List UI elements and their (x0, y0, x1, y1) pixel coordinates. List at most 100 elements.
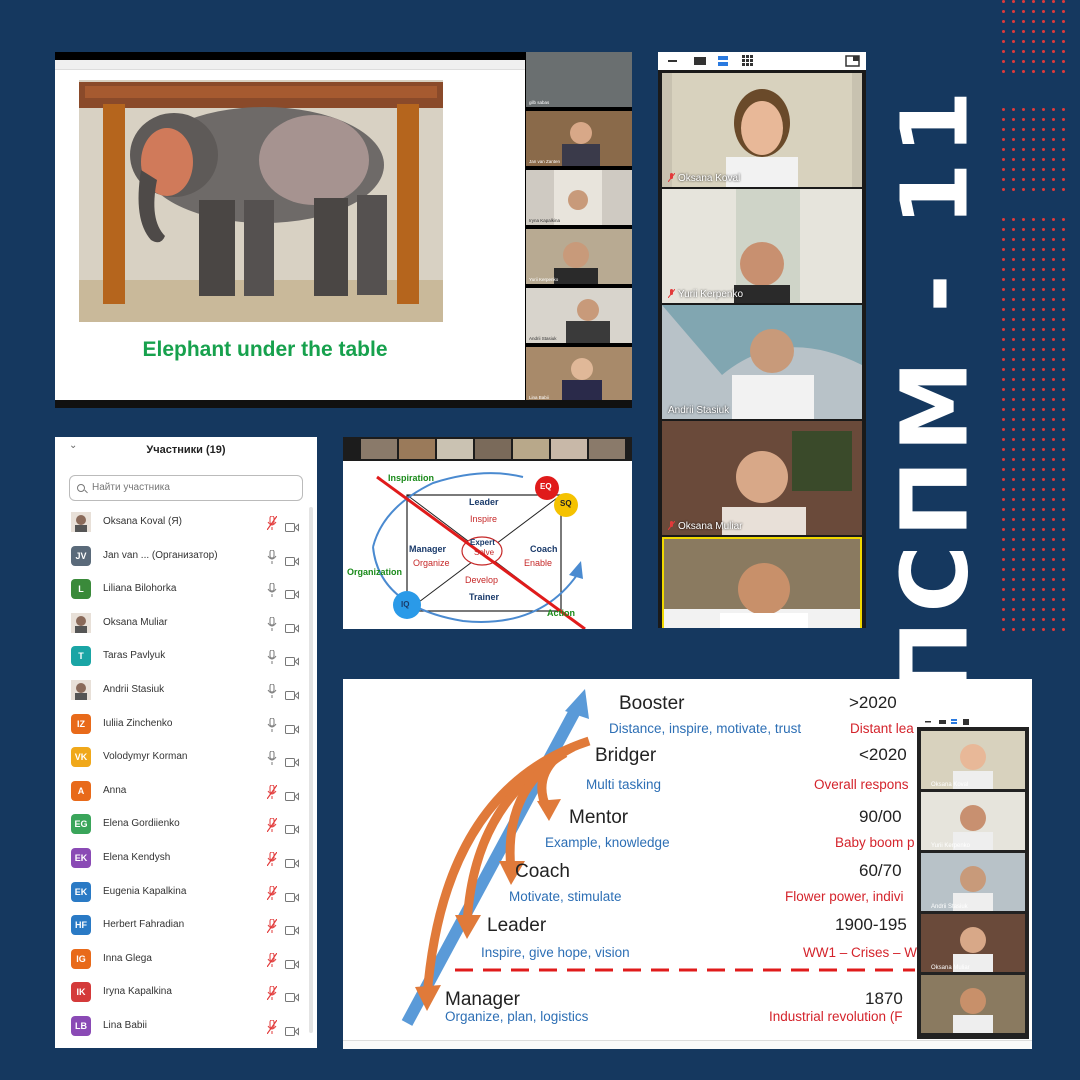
dot (1052, 568, 1055, 571)
camera-icon[interactable] (285, 821, 299, 835)
mic-icon[interactable] (267, 750, 277, 766)
muted-mic-icon[interactable] (266, 515, 278, 531)
video-thumbnail[interactable]: Jan van Zanten (526, 111, 632, 168)
camera-icon[interactable] (285, 721, 299, 734)
muted-mic-icon[interactable] (266, 1019, 278, 1035)
video-thumbnail[interactable] (589, 439, 625, 459)
chevron-down-icon[interactable]: ⌄ (69, 440, 78, 451)
video-thumbnail[interactable]: Iryna Kapalkina (526, 170, 632, 227)
dot (1052, 378, 1055, 381)
mic-icon[interactable] (267, 616, 277, 631)
dot (1052, 548, 1055, 551)
dot (1032, 588, 1035, 591)
mini-video-tile[interactable]: Oksana Muliar (921, 914, 1025, 972)
dot (1012, 398, 1015, 401)
mini-video-tile[interactable]: Oksana Koval (921, 731, 1025, 789)
camera-icon[interactable] (285, 855, 299, 868)
muted-mic-icon[interactable] (266, 817, 278, 833)
dot (1062, 168, 1065, 171)
participant-row[interactable]: Andrii Stasiuk (71, 677, 309, 711)
dot (1032, 328, 1035, 331)
video-thumbnail[interactable]: Lina Babii (526, 347, 632, 404)
video-thumbnail[interactable] (551, 439, 587, 459)
dot (1012, 618, 1015, 621)
muted-mic-icon (667, 172, 676, 183)
video-tile[interactable]: Yurii Kerpenko (662, 189, 862, 303)
mic-icon[interactable] (267, 649, 277, 665)
muted-mic-icon[interactable] (266, 784, 278, 800)
dot (1062, 538, 1065, 541)
camera-icon[interactable] (285, 653, 299, 667)
muted-mic-icon[interactable] (266, 985, 278, 1001)
video-thumbnail[interactable] (399, 439, 435, 459)
mini-video-tile[interactable]: Yurii Kerpenko (921, 792, 1025, 850)
camera-icon[interactable] (285, 788, 299, 801)
camera-icon[interactable] (285, 1023, 299, 1036)
dot (1032, 458, 1035, 461)
video-tile[interactable]: Andrii Stasiuk (662, 305, 862, 419)
camera-icon[interactable] (285, 989, 299, 1003)
dot (1002, 308, 1005, 311)
camera-icon[interactable] (285, 754, 299, 768)
video-thumbnail[interactable] (361, 439, 397, 459)
muted-mic-icon[interactable] (266, 885, 278, 900)
mini-video-tile[interactable]: Andrii Stasiuk (921, 853, 1025, 911)
camera-icon[interactable] (285, 620, 299, 633)
mic-icon[interactable] (267, 683, 277, 698)
video-thumbnail[interactable] (475, 439, 511, 459)
mic-icon[interactable] (267, 717, 277, 732)
participant-name: Inna Glega (103, 952, 152, 964)
dot (1042, 40, 1045, 43)
mic-icon[interactable] (267, 549, 277, 564)
camera-icon[interactable] (285, 553, 299, 566)
video-tile[interactable]: Oksana Koval (662, 73, 862, 187)
dot (1032, 428, 1035, 431)
dot (1032, 528, 1035, 531)
dot (1002, 528, 1005, 531)
mic-icon[interactable] (267, 582, 277, 598)
camera-icon[interactable] (285, 922, 299, 936)
camera-icon[interactable] (285, 956, 299, 969)
participant-row[interactable]: Oksana Muliar (71, 610, 309, 644)
video-thumbnail[interactable] (513, 439, 549, 459)
participant-search-input[interactable]: Найти участника (69, 475, 303, 501)
video-thumbnail[interactable] (437, 439, 473, 459)
avatar: IK (71, 982, 91, 1003)
video-thumbnail[interactable]: gilb sabas (526, 52, 632, 109)
video-thumbnail[interactable]: Andrii Stasiuk (526, 288, 632, 345)
participant-list-scrollbar[interactable] (309, 507, 313, 1033)
camera-icon[interactable] (285, 687, 299, 700)
mini-video-tile[interactable] (921, 975, 1025, 1033)
muted-mic-icon[interactable] (266, 918, 278, 934)
participant-row[interactable]: Oksana Koval (Я) (71, 509, 309, 543)
dot (1062, 298, 1065, 301)
dot (1022, 148, 1025, 151)
dot (1042, 488, 1045, 491)
muted-mic-icon[interactable] (266, 952, 278, 968)
participant-name-label: Oksana Koval (667, 172, 740, 184)
camera-icon[interactable] (285, 586, 299, 600)
camera-icon[interactable] (285, 519, 299, 532)
camera-icon[interactable] (285, 889, 299, 902)
muted-mic-icon[interactable] (266, 851, 278, 867)
dot (1052, 70, 1055, 73)
dot (1042, 558, 1045, 561)
video-thumbnail[interactable]: Yurii Kerpenko (526, 229, 632, 286)
video-tile[interactable]: Oksana Muliar (662, 421, 862, 535)
dot (1062, 20, 1065, 23)
video-tile[interactable] (662, 537, 862, 628)
dot (1032, 30, 1035, 33)
